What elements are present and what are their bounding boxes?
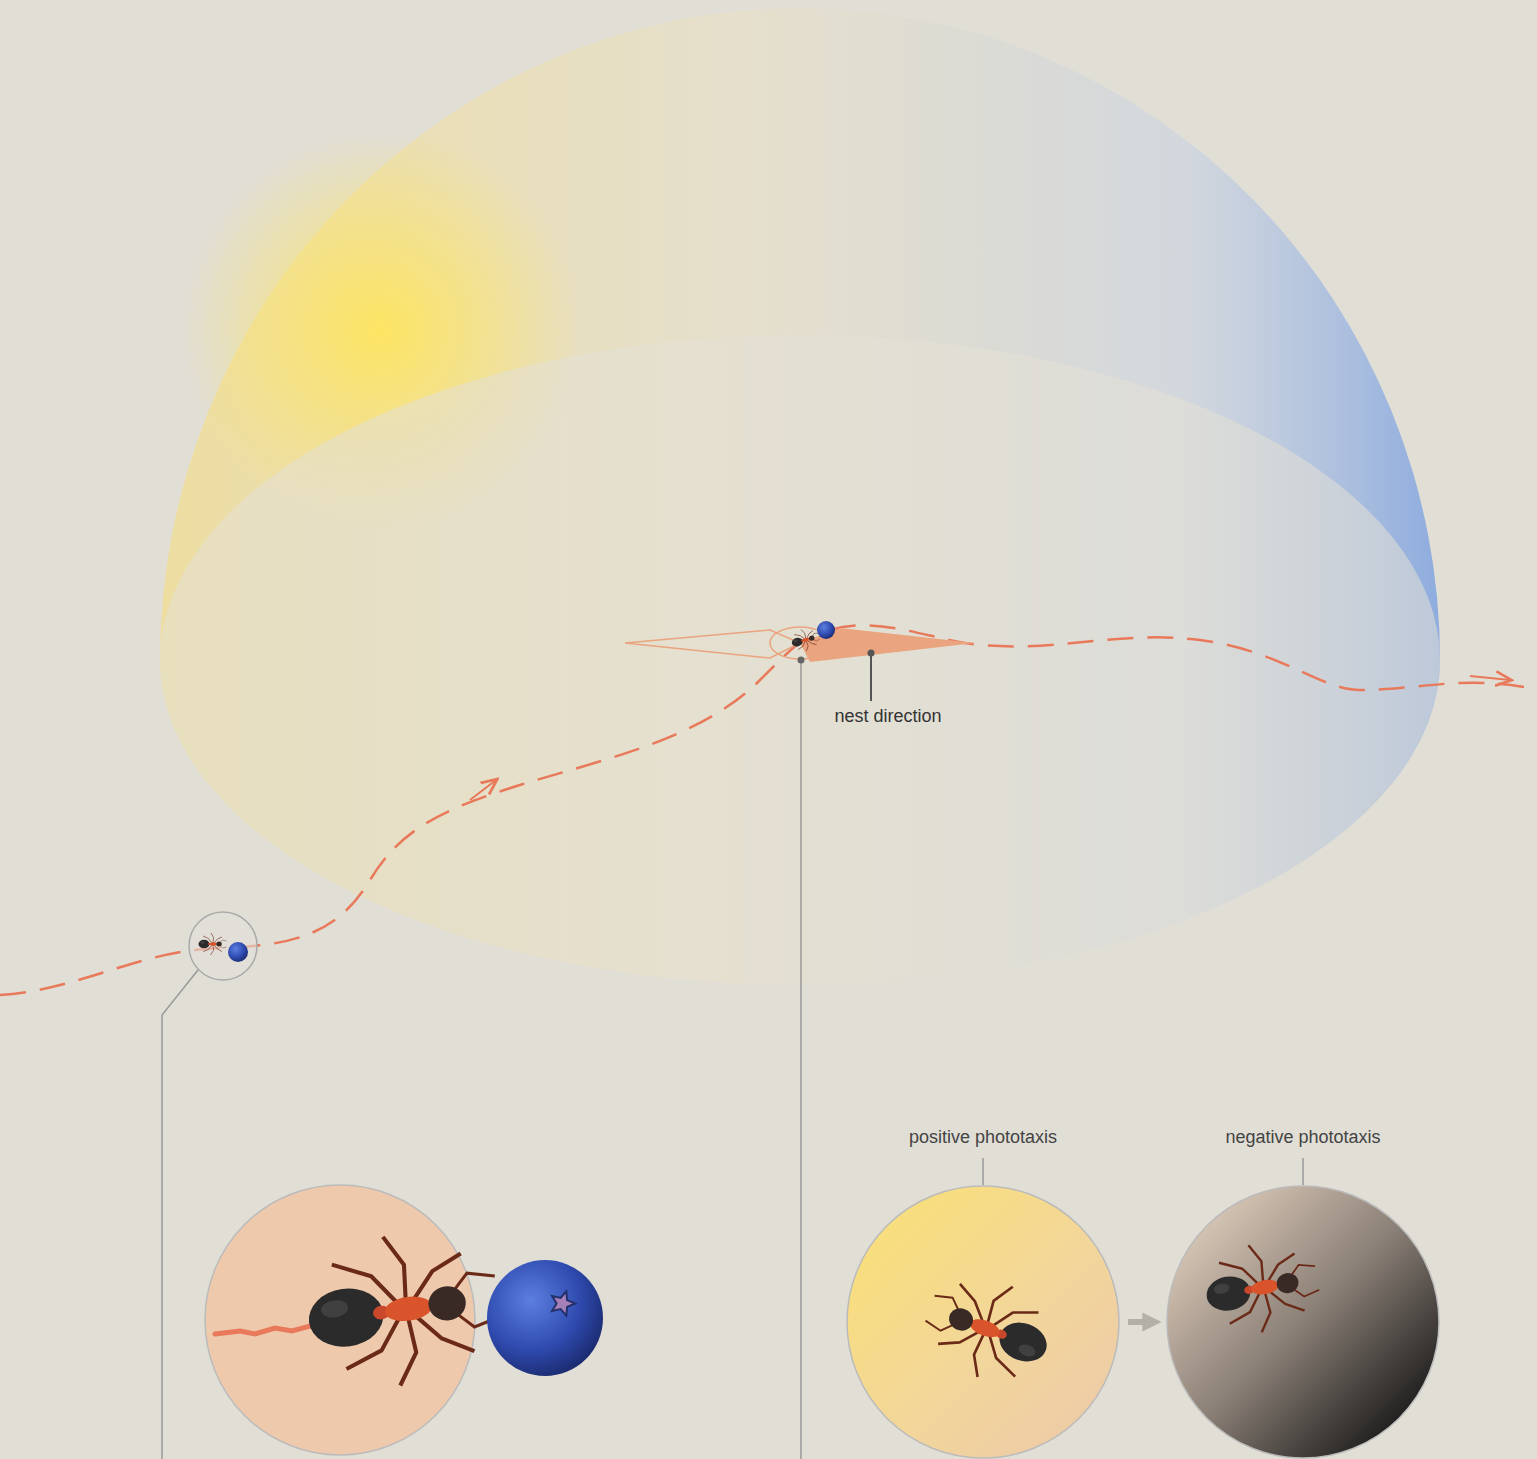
homing-trail [830, 625, 1530, 690]
blueberry-body [487, 1260, 603, 1376]
ant-gaster [791, 637, 804, 648]
ant-thorax [383, 1294, 433, 1324]
circle-heading: negative phototaxis [1166, 1126, 1440, 1148]
ant-shine [1017, 1342, 1037, 1358]
ant [199, 933, 227, 955]
blueberry-body [817, 621, 835, 639]
leader-line [1302, 1158, 1304, 1185]
ant [1199, 1235, 1325, 1341]
sequence-arrow [1128, 1319, 1152, 1325]
phototaxis-circle: negative phototaxis [1166, 1126, 1440, 1459]
ant-shine [1213, 1282, 1230, 1295]
blueberry-body [228, 942, 248, 962]
leader-dot [798, 657, 805, 664]
zoom-ring [189, 912, 257, 980]
blueberry-crown [552, 1291, 575, 1315]
blueberry [228, 942, 248, 962]
ant-leg [985, 1282, 1012, 1328]
ant-thorax [210, 942, 217, 946]
ant [299, 1222, 508, 1397]
ant-thorax [1250, 1278, 1280, 1297]
ant-leg [211, 933, 214, 943]
trail-arrow [470, 780, 496, 800]
circle-ground [1167, 1186, 1439, 1458]
leader-line [162, 970, 198, 1459]
ant-head [216, 942, 222, 947]
ant-thorax [802, 637, 810, 642]
phototaxis-circle: positive phototaxis [846, 1126, 1120, 1459]
circle-heading: positive phototaxis [846, 1126, 1120, 1148]
ant-gaster [199, 940, 210, 949]
callout-label: nest direction [834, 706, 941, 727]
trail-arrow [1470, 676, 1510, 680]
leader-line [800, 660, 802, 1459]
ant-head [946, 1305, 976, 1334]
ant-leg [1248, 1244, 1265, 1285]
ant-gaster [994, 1316, 1052, 1368]
ant-leg [801, 629, 806, 639]
ant-leg [1255, 1291, 1274, 1332]
ant [789, 626, 822, 654]
ant-gaster [1204, 1273, 1253, 1314]
ant-head [426, 1284, 468, 1323]
dome-floor [160, 335, 1440, 985]
outbound-trail [0, 636, 812, 995]
ant-leg [804, 641, 809, 651]
ant [913, 1263, 1062, 1396]
ant-leg [211, 945, 214, 955]
ant-leg [383, 1235, 409, 1305]
ant-gaster [305, 1284, 387, 1352]
ant-head [808, 635, 815, 641]
zoom-circle [205, 1185, 475, 1455]
ant-leg [967, 1332, 992, 1377]
ant-shine [201, 941, 205, 944]
circle-ground [847, 1186, 1119, 1458]
circle-illustration [846, 1126, 1120, 1459]
ant-shine [320, 1299, 349, 1320]
sky-dome [160, 8, 1440, 985]
leader-dot [868, 650, 875, 657]
circle-illustration [1166, 1126, 1440, 1459]
ant-leg [391, 1315, 421, 1385]
blueberry [817, 621, 835, 639]
ant-head [1275, 1271, 1300, 1295]
ant-shine [793, 639, 798, 642]
blueberry [487, 1260, 603, 1376]
leader-line [870, 653, 872, 701]
leader-line [982, 1158, 984, 1185]
